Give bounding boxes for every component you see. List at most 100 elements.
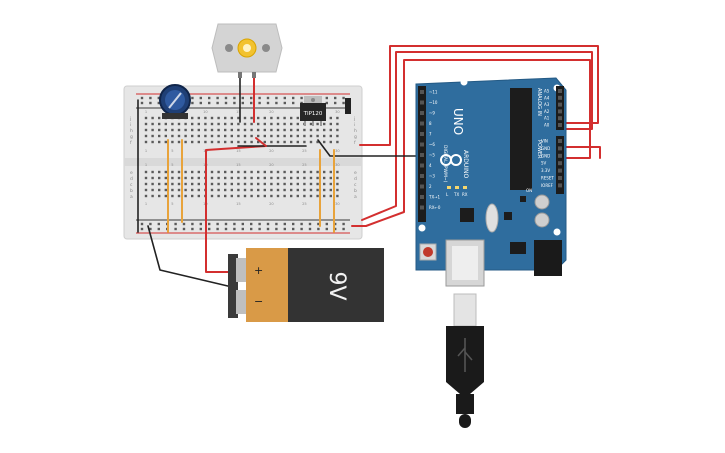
dc-motor[interactable] xyxy=(211,23,283,78)
breadboard-hole[interactable] xyxy=(197,122,200,126)
rail-hole[interactable] xyxy=(157,222,160,226)
rail-hole[interactable] xyxy=(208,222,211,226)
breadboard-hole[interactable] xyxy=(237,194,240,198)
breadboard-hole[interactable] xyxy=(184,170,187,174)
rail-hole[interactable] xyxy=(334,96,337,100)
diode-component[interactable] xyxy=(345,98,351,114)
breadboard-hole[interactable] xyxy=(257,140,260,144)
breadboard-hole[interactable] xyxy=(303,140,306,144)
analog-pin[interactable] xyxy=(558,95,562,100)
breadboard-hole[interactable] xyxy=(270,134,273,138)
rail-hole[interactable] xyxy=(140,101,144,105)
breadboard-hole[interactable] xyxy=(184,182,187,186)
breadboard-hole[interactable] xyxy=(197,128,200,132)
breadboard-hole[interactable] xyxy=(296,128,299,132)
digital-pin[interactable] xyxy=(420,111,424,115)
breadboard-hole[interactable] xyxy=(224,140,227,144)
breadboard-hole[interactable] xyxy=(191,128,194,132)
rail-hole[interactable] xyxy=(283,101,286,105)
breadboard-hole[interactable] xyxy=(243,128,247,132)
breadboard-hole[interactable] xyxy=(171,170,174,174)
breadboard-hole[interactable] xyxy=(270,128,273,132)
breadboard-hole[interactable] xyxy=(257,134,260,138)
breadboard-hole[interactable] xyxy=(217,128,220,132)
breadboard-hole[interactable] xyxy=(224,182,227,186)
breadboard-hole[interactable] xyxy=(224,128,227,132)
breadboard-hole[interactable] xyxy=(224,176,227,180)
breadboard-hole[interactable] xyxy=(151,116,154,120)
breadboard-hole[interactable] xyxy=(191,176,194,180)
breadboard-hole[interactable] xyxy=(276,182,280,186)
breadboard-hole[interactable] xyxy=(230,182,233,186)
breadboard-hole[interactable] xyxy=(224,188,227,192)
breadboard-hole[interactable] xyxy=(191,170,194,174)
breadboard-hole[interactable] xyxy=(296,170,299,174)
rail-hole[interactable] xyxy=(283,96,286,100)
rail-hole[interactable] xyxy=(182,227,186,231)
breadboard-hole[interactable] xyxy=(191,182,194,186)
breadboard-hole[interactable] xyxy=(171,134,174,138)
breadboard-hole[interactable] xyxy=(276,194,280,198)
breadboard-hole[interactable] xyxy=(309,176,313,180)
breadboard-hole[interactable] xyxy=(197,140,200,144)
breadboard-hole[interactable] xyxy=(197,170,200,174)
breadboard-hole[interactable] xyxy=(217,140,220,144)
breadboard-hole[interactable] xyxy=(224,170,227,174)
rail-hole[interactable] xyxy=(140,96,144,100)
breadboard-hole[interactable] xyxy=(230,176,233,180)
breadboard-hole[interactable] xyxy=(270,182,273,186)
rail-hole[interactable] xyxy=(292,222,295,226)
breadboard-hole[interactable] xyxy=(303,182,306,186)
digital-pin[interactable] xyxy=(420,132,424,136)
rail-hole[interactable] xyxy=(233,101,236,105)
breadboard-hole[interactable] xyxy=(323,140,326,144)
power-pin[interactable] xyxy=(558,183,562,188)
breadboard-hole[interactable] xyxy=(323,176,326,180)
breadboard-hole[interactable] xyxy=(250,170,253,174)
wire-red-short-jumper[interactable] xyxy=(255,137,267,147)
breadboard-hole[interactable] xyxy=(316,188,319,192)
breadboard-hole[interactable] xyxy=(197,134,200,138)
breadboard-hole[interactable] xyxy=(323,128,326,132)
breadboard-hole[interactable] xyxy=(257,182,260,186)
breadboard-hole[interactable] xyxy=(158,188,161,192)
rail-hole[interactable] xyxy=(208,96,211,100)
breadboard-hole[interactable] xyxy=(171,182,174,186)
rail-hole[interactable] xyxy=(292,96,295,100)
breadboard-hole[interactable] xyxy=(263,122,266,126)
breadboard-hole[interactable] xyxy=(151,128,154,132)
breadboard-hole[interactable] xyxy=(283,128,286,132)
breadboard-hole[interactable] xyxy=(270,116,273,120)
breadboard-hole[interactable] xyxy=(276,188,280,192)
rail-hole[interactable] xyxy=(334,222,337,226)
breadboard-hole[interactable] xyxy=(257,170,260,174)
rail-hole[interactable] xyxy=(266,227,270,231)
breadboard-hole[interactable] xyxy=(171,122,174,126)
breadboard-hole[interactable] xyxy=(303,176,306,180)
breadboard-hole[interactable] xyxy=(303,170,306,174)
breadboard-hole[interactable] xyxy=(309,122,313,126)
breadboard-hole[interactable] xyxy=(210,170,214,174)
breadboard-hole[interactable] xyxy=(283,122,286,126)
breadboard-hole[interactable] xyxy=(263,170,266,174)
battery-9v[interactable]: + − 9V xyxy=(228,248,384,322)
breadboard-hole[interactable] xyxy=(257,176,260,180)
breadboard-hole[interactable] xyxy=(197,194,200,198)
breadboard-hole[interactable] xyxy=(283,170,286,174)
breadboard-hole[interactable] xyxy=(250,122,253,126)
breadboard-hole[interactable] xyxy=(290,116,293,120)
breadboard-hole[interactable] xyxy=(243,188,247,192)
breadboard-hole[interactable] xyxy=(151,170,154,174)
breadboard-hole[interactable] xyxy=(158,140,161,144)
potentiometer[interactable] xyxy=(159,84,191,119)
breadboard-hole[interactable] xyxy=(158,194,161,198)
breadboard-hole[interactable] xyxy=(210,140,214,144)
breadboard-hole[interactable] xyxy=(144,140,148,144)
rail-hole[interactable] xyxy=(224,96,228,100)
rail-hole[interactable] xyxy=(149,227,152,231)
rail-hole[interactable] xyxy=(182,222,186,226)
power-pin[interactable] xyxy=(558,176,562,180)
breadboard-hole[interactable] xyxy=(164,170,167,174)
rail-hole[interactable] xyxy=(241,222,244,226)
breadboard-hole[interactable] xyxy=(158,176,161,180)
